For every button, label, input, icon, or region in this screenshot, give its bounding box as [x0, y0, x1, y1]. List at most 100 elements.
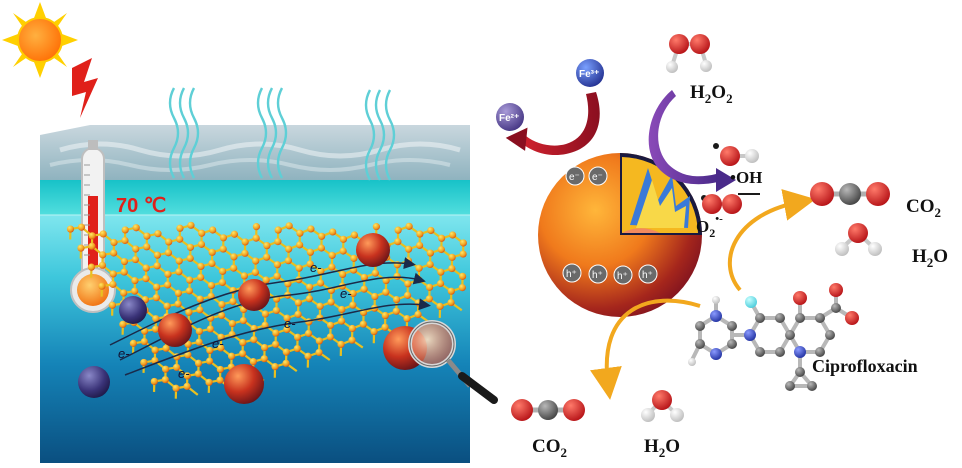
lattice-atom — [174, 289, 182, 297]
h2o-label-bottom: H2O — [644, 436, 680, 460]
lattice-atom — [371, 269, 379, 277]
lattice-atom — [108, 301, 116, 309]
lattice-atom — [121, 236, 129, 245]
lattice-atom — [183, 372, 191, 380]
lattice-atom — [284, 280, 292, 288]
lattice-atom — [120, 268, 128, 276]
lattice-atom — [99, 251, 107, 259]
lattice-atom — [282, 359, 290, 367]
lattice-atom — [142, 264, 150, 272]
lattice-atom — [459, 239, 467, 247]
lattice-atom — [295, 264, 303, 272]
lattice-atom — [120, 257, 129, 266]
lattice-atom — [305, 295, 313, 303]
h2o-label-right: H2O — [912, 246, 948, 270]
lattice-atom — [449, 231, 457, 239]
lattice-atom — [238, 349, 247, 358]
h2o2-activation-arrow — [648, 90, 736, 192]
lattice-atom — [283, 325, 291, 334]
lattice-atom — [153, 283, 161, 291]
lattice-atom — [371, 292, 379, 301]
lattice-atom — [230, 230, 239, 238]
lattice-atom — [186, 276, 194, 284]
lattice-atom — [339, 235, 347, 243]
hole-charge — [613, 265, 633, 285]
lattice-atom — [216, 365, 224, 374]
lattice-atom — [306, 283, 314, 291]
lattice-atom — [239, 316, 247, 325]
lattice-atom — [88, 242, 96, 250]
electron-label: e- — [340, 286, 352, 301]
lattice-atom — [273, 261, 281, 269]
nanoparticle — [356, 233, 390, 267]
lattice-atom — [132, 224, 140, 232]
lattice-atom — [416, 230, 424, 238]
lattice-atom — [426, 260, 434, 269]
lattice-atom — [208, 259, 216, 268]
lattice-atom — [165, 238, 173, 246]
lattice-atom — [110, 249, 118, 257]
lattice-atom — [239, 339, 247, 347]
lattice-atom — [186, 254, 194, 262]
hole-charges: h⁺ h⁺ h⁺ h⁺ — [562, 263, 658, 285]
lattice-atom — [174, 300, 182, 308]
lattice-atom — [294, 310, 302, 318]
lattice-atom — [176, 235, 184, 243]
lattice-atom — [283, 314, 291, 322]
lattice-atom — [197, 262, 205, 270]
lattice-atom — [272, 329, 280, 337]
temperature-label: 70 ℃ — [116, 195, 166, 217]
lattice-atom — [273, 272, 281, 280]
lattice-atom — [360, 285, 368, 293]
lattice-atom — [252, 223, 261, 231]
lattice-atom — [285, 222, 293, 230]
nanoparticle — [238, 279, 270, 311]
lattice-atom — [143, 232, 151, 240]
lattice-atom — [249, 358, 257, 366]
lattice-atom — [140, 337, 148, 346]
co2-molecule-right — [810, 182, 890, 206]
lattice-atom — [230, 253, 238, 261]
lattice-atom — [370, 327, 378, 336]
lattice-atom — [119, 320, 127, 328]
lattice-atom — [219, 245, 227, 253]
lattice-atom — [241, 249, 249, 257]
lattice-atom — [109, 270, 117, 278]
lattice-atom — [196, 306, 204, 314]
lattice-atom — [403, 291, 412, 299]
hole-charge-label: h⁺ — [566, 269, 577, 280]
lattice-atom — [425, 295, 433, 303]
co2-label-bottom: CO2 — [532, 436, 567, 460]
lattice-atom — [307, 225, 315, 233]
lattice-atom — [393, 272, 401, 280]
lattice-atom — [458, 272, 467, 280]
hole-charge — [588, 264, 608, 284]
lattice-atom — [163, 302, 171, 310]
lattice-atom — [252, 257, 260, 265]
lattice-atom — [382, 288, 390, 296]
lattice-atom — [436, 302, 444, 310]
lattice-atom — [304, 329, 313, 337]
electron-charge-label: e⁻ — [592, 172, 603, 183]
lattice-atom — [132, 245, 140, 253]
lattice-atom — [161, 376, 169, 384]
lattice-atom — [217, 344, 225, 352]
lattice-atom — [154, 230, 162, 238]
electron-label: e- — [310, 260, 322, 275]
hole-charge-label: h⁺ — [642, 270, 653, 281]
lattice-atom — [263, 253, 271, 261]
lattice-atom — [186, 243, 195, 251]
lattice-atom — [176, 224, 184, 232]
lattice-atom — [195, 327, 203, 335]
lattice-atom — [327, 298, 335, 306]
degradation-arrow-right — [727, 189, 816, 292]
lattice-atom — [162, 344, 170, 352]
lattice-atom — [348, 336, 356, 344]
lattice-atom — [229, 297, 237, 306]
lattice-atom — [250, 336, 258, 344]
lattice-atom — [392, 295, 401, 304]
lattice-atom — [293, 333, 302, 341]
lattice-atom — [185, 287, 193, 295]
lattice-atom — [152, 325, 160, 333]
lattice-atom — [152, 294, 160, 302]
